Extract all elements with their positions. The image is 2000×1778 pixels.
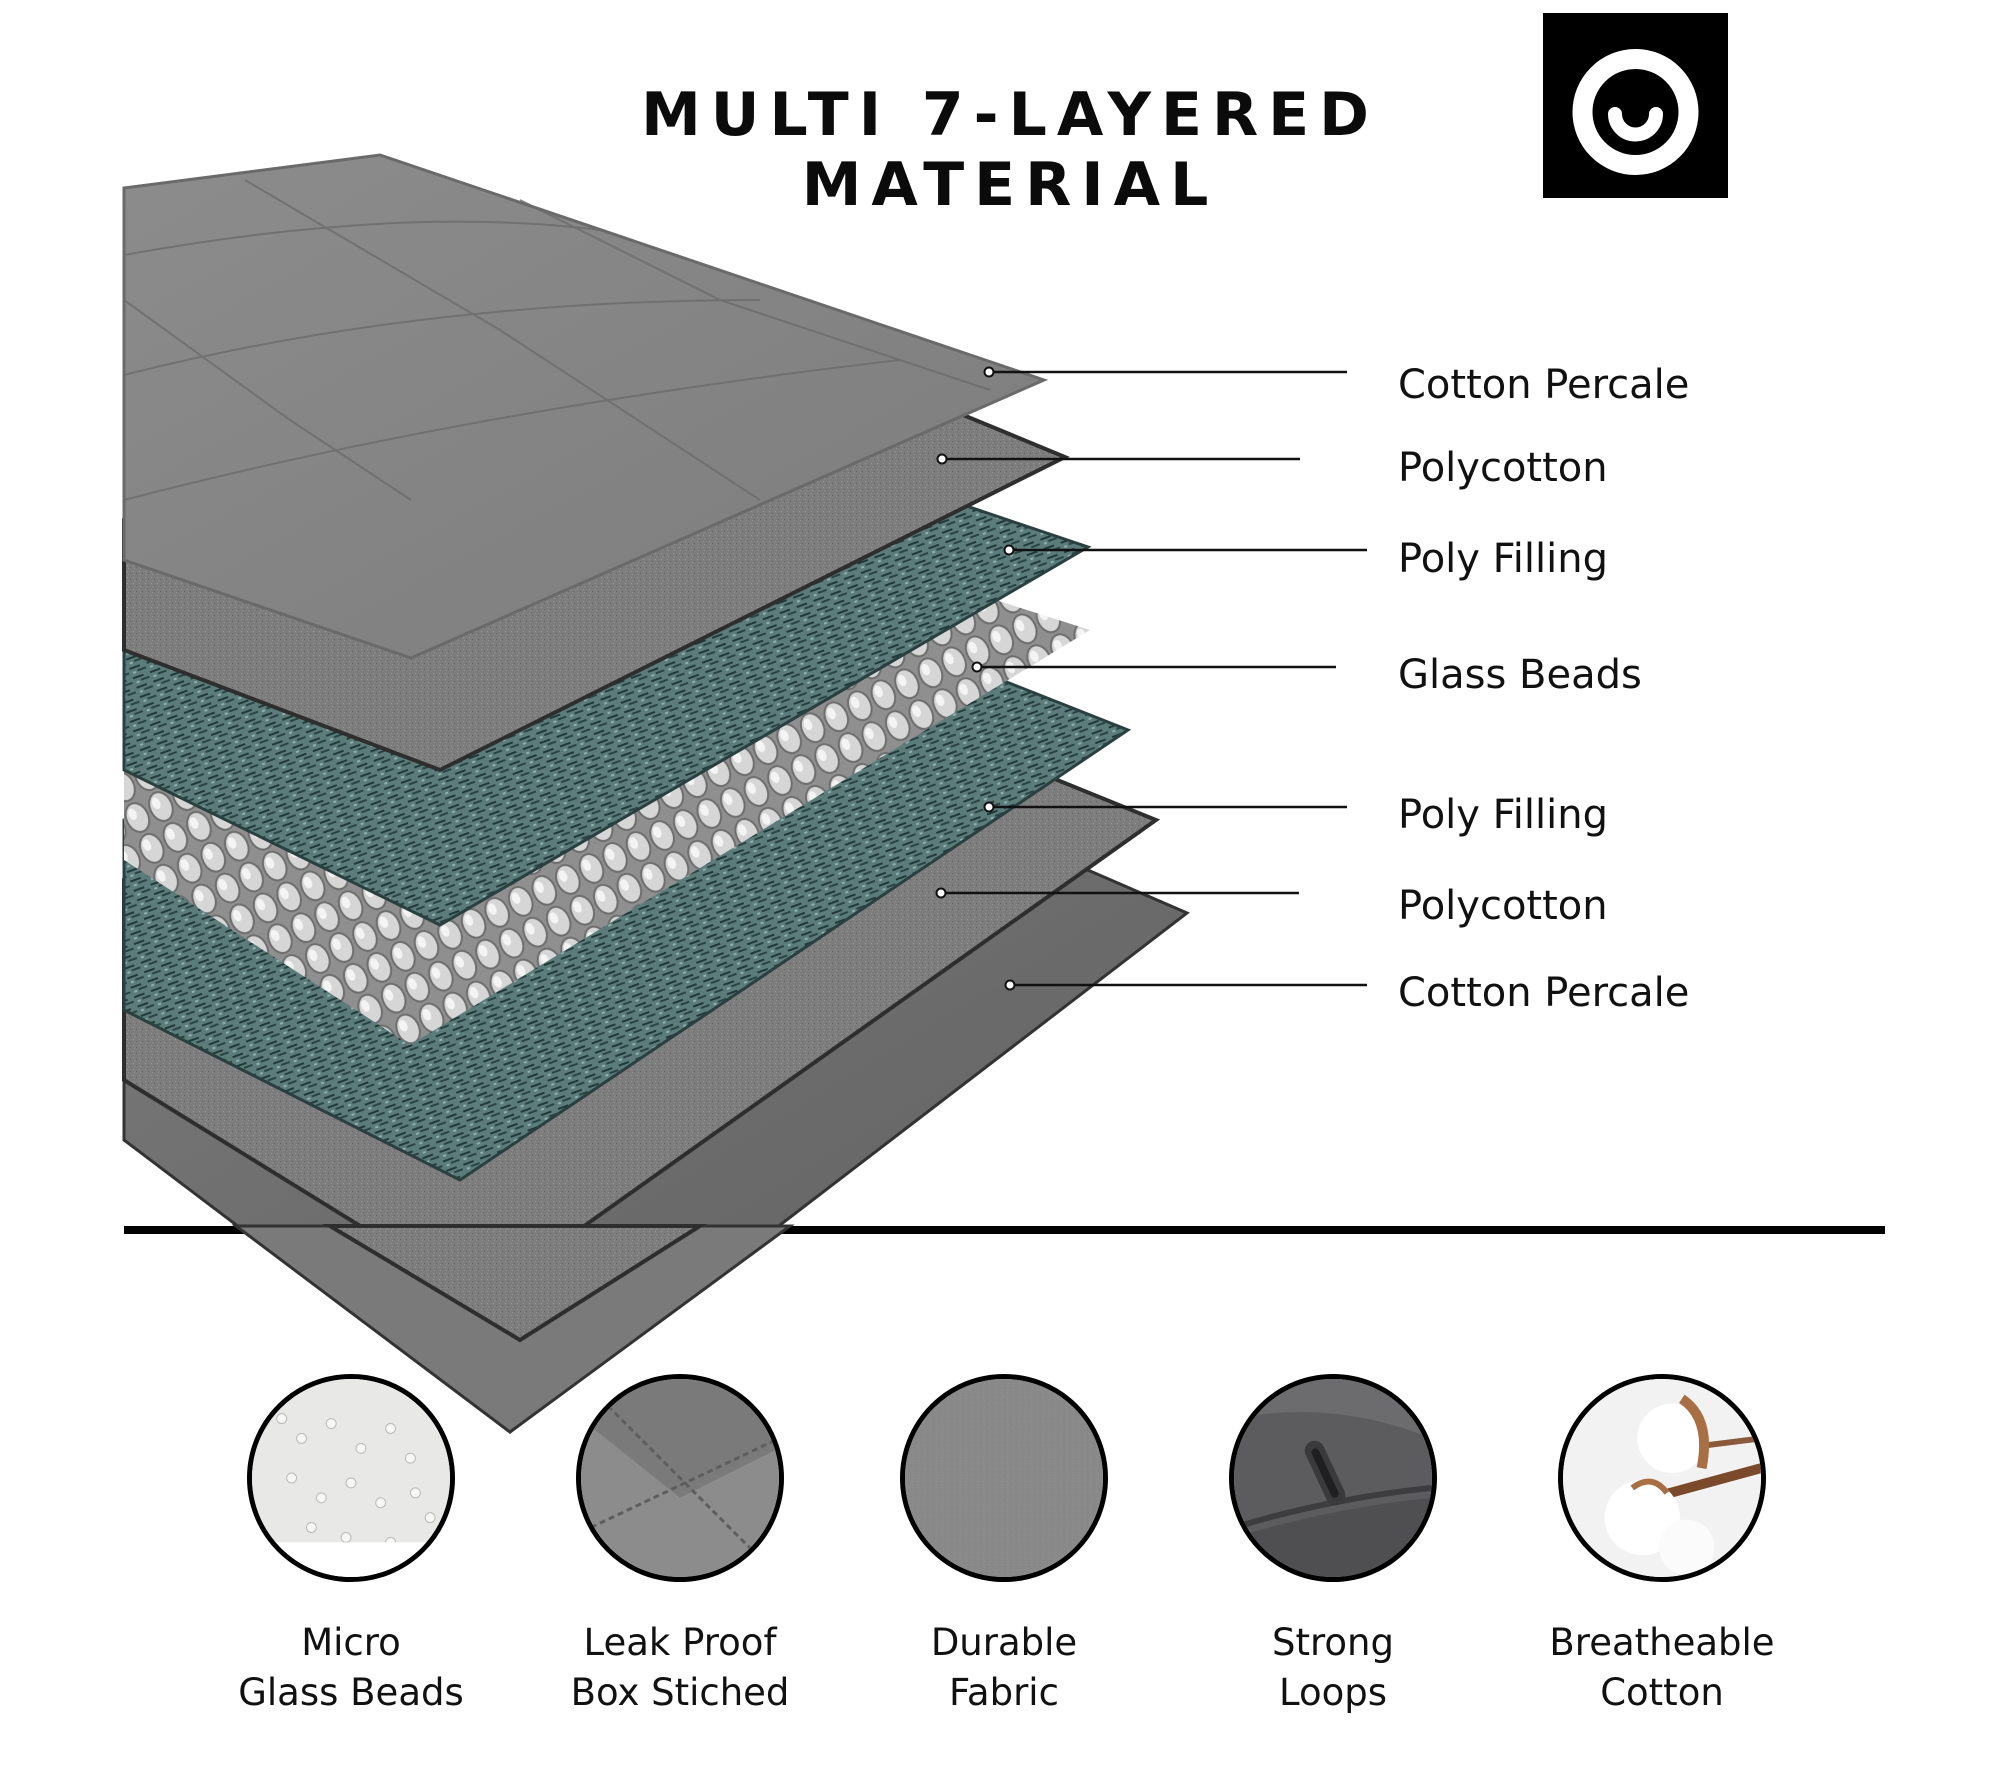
layer-label-poly-filling-bottom: Poly Filling bbox=[1398, 792, 1608, 838]
layer-label-poly-filling-top: Poly Filling bbox=[1398, 536, 1608, 582]
fabric-texture-icon bbox=[900, 1374, 1108, 1582]
page-title: MULTI 7-LAYERED MATERIAL bbox=[560, 80, 1460, 220]
feature-leak-proof-box-stiched: Leak Proof Box Stiched bbox=[550, 1374, 810, 1718]
layer-label-cotton-percale-bottom: Cotton Percale bbox=[1398, 970, 1690, 1016]
feature-label-line1: Strong bbox=[1272, 1621, 1394, 1664]
box-stitch-icon bbox=[576, 1374, 784, 1582]
layer-label-cotton-percale-top: Cotton Percale bbox=[1398, 362, 1690, 408]
feature-label-line1: Micro bbox=[301, 1621, 401, 1664]
title-line-1: MULTI 7-LAYERED bbox=[641, 80, 1379, 150]
title-line-2: MATERIAL bbox=[801, 150, 1219, 220]
feature-label-line1: Breatheable bbox=[1549, 1621, 1775, 1664]
layer-cotton-percale-top bbox=[122, 153, 1049, 660]
feature-durable-fabric: Durable Fabric bbox=[874, 1374, 1134, 1718]
feature-label-line2: Loops bbox=[1278, 1671, 1387, 1714]
feature-breatheable-cotton: Breatheable Cotton bbox=[1532, 1374, 1792, 1718]
feature-label-line1: Leak Proof bbox=[583, 1621, 777, 1664]
brand-logo bbox=[1543, 13, 1728, 198]
smile-ring-icon bbox=[1572, 49, 1699, 175]
feature-label-line2: Box Stiched bbox=[570, 1671, 790, 1714]
layer-label-polycotton-bottom: Polycotton bbox=[1398, 883, 1608, 929]
loop-icon bbox=[1229, 1374, 1437, 1582]
cotton-icon bbox=[1558, 1374, 1766, 1582]
feature-micro-glass-beads: Micro Glass Beads bbox=[221, 1374, 481, 1718]
leader-lines bbox=[941, 370, 1367, 987]
section-divider bbox=[124, 1226, 1885, 1234]
layer-label-glass-beads: Glass Beads bbox=[1398, 652, 1642, 698]
glass-beads-icon bbox=[247, 1374, 455, 1582]
feature-strong-loops: Strong Loops bbox=[1203, 1374, 1463, 1718]
feature-label-line2: Fabric bbox=[949, 1671, 1059, 1714]
feature-label-line2: Cotton bbox=[1600, 1671, 1724, 1714]
feature-label-line1: Durable bbox=[930, 1621, 1078, 1664]
feature-label-line2: Glass Beads bbox=[238, 1671, 464, 1714]
leader-dots bbox=[935, 366, 1016, 991]
layer-label-polycotton-top: Polycotton bbox=[1398, 445, 1608, 491]
